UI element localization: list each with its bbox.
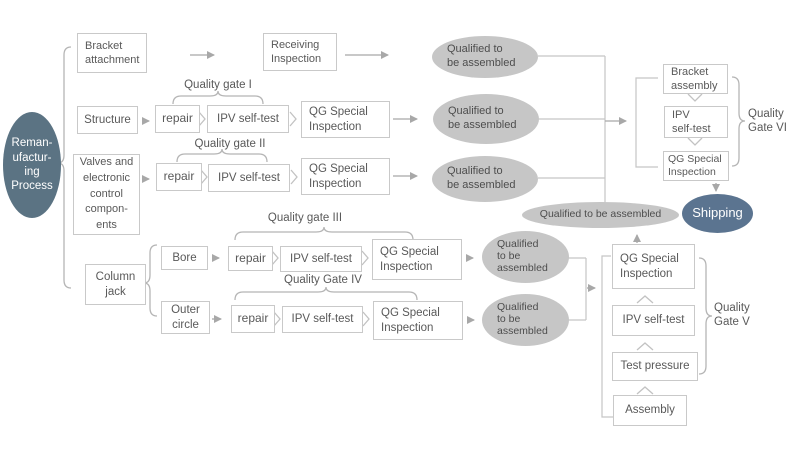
chevrons <box>198 93 703 395</box>
ipv-self-test-node-gate1: IPV self-test <box>207 105 289 133</box>
brace-gate4 <box>234 286 418 301</box>
brace-gate6 <box>731 76 746 167</box>
quality-gate2-label: Quality gate II <box>194 138 266 150</box>
structure-node: Structure <box>77 106 138 134</box>
brace-gate5 <box>698 257 713 375</box>
qualified-ellipse-1: Qualified to be assembled <box>432 36 538 78</box>
ipv-self-test-node-gate3: IPV self-test <box>280 246 362 272</box>
quality-gate6-label: Quality Gate VI <box>748 108 787 135</box>
column-jack-node: Column jack <box>85 264 146 305</box>
chevron-right-icon <box>361 250 369 266</box>
ipv-self-test-node-gate2: IPV self-test <box>208 164 290 192</box>
chevron-up-icon <box>636 342 654 351</box>
ipv-self-test-node-gate5: IPV self-test <box>612 305 695 336</box>
repair-node-gate1: repair <box>155 105 200 133</box>
repair-node-gate4: repair <box>231 305 275 333</box>
assembly-node: Assembly <box>613 395 687 426</box>
valves-node: Valves and electronic control compon- en… <box>73 154 140 235</box>
chevron-right-icon <box>200 169 208 185</box>
merge-lines <box>538 55 658 418</box>
chevron-down-icon <box>687 93 703 102</box>
bracket-assembly-node: Bracket assembly <box>663 64 728 94</box>
qualified-ellipse-2: Qualified to be assembled <box>433 94 539 144</box>
qualified-ellipse-3: Qualified to be assembled <box>432 156 538 202</box>
repair-node-gate3: repair <box>228 246 273 271</box>
receiving-inspection-node: Receiving Inspection <box>263 33 337 71</box>
quality-gate4-label: Quality Gate IV <box>284 274 362 286</box>
chevron-right-icon <box>362 311 370 327</box>
brace-gate3 <box>234 226 414 241</box>
chevron-up-icon <box>636 295 654 304</box>
ipv-self-test-node-gate6: IPV self-test <box>664 106 728 138</box>
qualified-ellipse-bore: Qualified to be assembled <box>482 231 569 283</box>
quality-gate1-label: Quality gate I <box>184 79 252 91</box>
bore-node: Bore <box>161 246 208 270</box>
shipping-node: Shipping <box>682 194 753 233</box>
brace-gate1 <box>172 90 264 105</box>
qg-special-inspection-node-gate5: QG Special Inspection <box>612 244 695 289</box>
bracket-gate5-split <box>601 255 613 418</box>
qg-special-inspection-node-gate4: QG Special Inspection <box>373 301 463 340</box>
flow-arrows <box>142 51 720 324</box>
bracket-attachment-node: Bracket attachment <box>77 33 147 73</box>
brace-gate2 <box>176 148 268 163</box>
chevron-right-icon <box>271 250 279 266</box>
outer-circle-node: Outer circle <box>161 301 210 334</box>
chevron-right-icon <box>290 169 298 185</box>
ipv-self-test-node-gate4: IPV self-test <box>282 306 363 333</box>
quality-gate5-label: Quality Gate V <box>714 302 750 329</box>
chevron-right-icon <box>273 311 281 327</box>
test-pressure-node: Test pressure <box>612 352 698 381</box>
chevron-down-icon <box>687 137 703 146</box>
repair-node-gate2: repair <box>156 163 202 191</box>
chevron-right-icon <box>289 111 297 127</box>
chevron-up-icon <box>636 386 654 395</box>
remanufacturing-process-node: Reman- ufactur- ing Process <box>3 112 61 218</box>
qg-special-inspection-node-gate2: QG Special Inspection <box>301 158 390 195</box>
chevron-right-icon <box>198 111 206 127</box>
qg-special-inspection-node-gate1: QG Special Inspection <box>301 101 390 138</box>
qualified-ellipse-outer: Qualified to be assembled <box>482 294 569 346</box>
bracket-gate6-split <box>635 77 658 168</box>
qualified-ellipse-wide: Qualified to be assembled <box>522 202 679 228</box>
quality-gate3-label: Quality gate III <box>267 212 343 224</box>
qg-special-inspection-node-gate3: QG Special Inspection <box>372 239 462 280</box>
qg-special-inspection-node-gate6: QG Special Inspection <box>663 151 729 181</box>
